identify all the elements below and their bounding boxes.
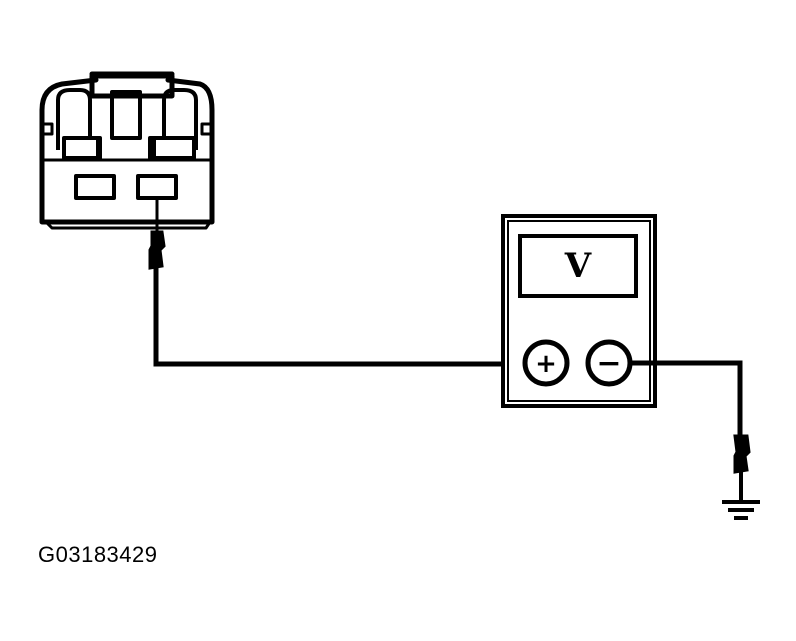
positive-terminal-label: + <box>535 349 557 379</box>
positive-wire <box>153 268 522 367</box>
ground-symbol <box>722 500 760 520</box>
connector-side-notch-left <box>40 122 54 136</box>
negative-lead <box>630 360 751 500</box>
voltmeter: V + − <box>501 214 657 408</box>
probe-tip <box>148 230 166 270</box>
connector-left-lock <box>62 136 100 160</box>
connector-center-post <box>110 90 142 140</box>
voltmeter-display-label: V <box>564 246 592 286</box>
connector-right-inner-wall <box>152 88 198 160</box>
negative-wire <box>630 360 743 436</box>
connector-pin-slot-left <box>74 174 116 200</box>
connector-top-latch <box>89 73 175 99</box>
positive-lead <box>148 198 522 367</box>
connector-right-lock <box>148 136 196 160</box>
connector <box>39 71 215 230</box>
voltmeter-inner-frame <box>507 220 651 402</box>
connector-bottom-lip <box>44 220 212 230</box>
connector-outer-body <box>39 71 215 225</box>
voltmeter-display <box>518 234 638 298</box>
negative-terminal-label: − <box>596 346 621 381</box>
connector-side-notch-right <box>200 122 214 136</box>
connector-left-inner-wall <box>56 88 102 160</box>
ground-probe-tip <box>733 434 751 474</box>
figure-reference-code: G03183429 <box>38 542 158 567</box>
positive-terminal <box>522 339 570 387</box>
